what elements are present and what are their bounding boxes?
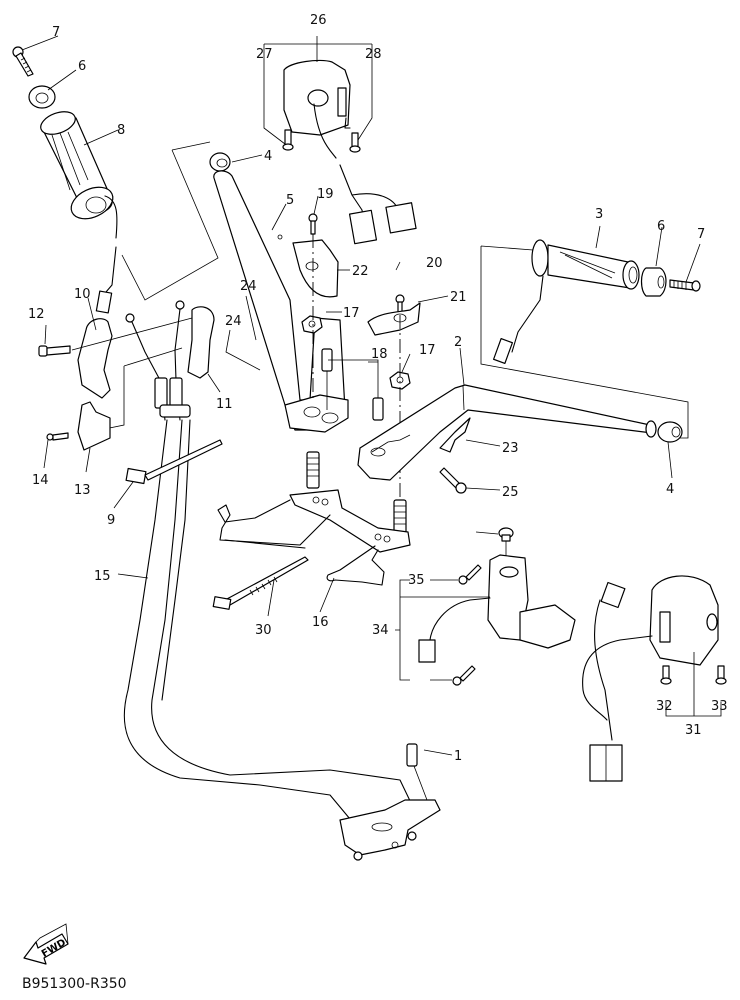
callout-4-right: 4	[666, 482, 674, 497]
guide-line-left	[121, 141, 219, 301]
callout-15: 15	[94, 569, 111, 584]
screw-30	[660, 665, 672, 685]
callout-13: 13	[74, 483, 91, 498]
screw-7-right	[669, 279, 701, 292]
right-handlebar-2	[357, 384, 657, 481]
callout-8: 8	[117, 123, 125, 138]
throttle-housing-upper-10	[77, 318, 113, 399]
callout-23: 24	[240, 279, 257, 294]
cable-bracket-plate	[339, 799, 441, 861]
callout-2: 2	[454, 335, 462, 350]
bolt-1	[406, 743, 428, 801]
right-grip-3	[492, 239, 640, 364]
guide-line-right	[480, 245, 689, 439]
callout-21: 22	[352, 264, 369, 279]
bolt-18-lower	[372, 397, 384, 421]
wire-clamp-16	[326, 545, 385, 586]
throttle-housing-lower-11	[187, 306, 215, 379]
callout-17-left: 17	[343, 306, 360, 321]
screw-34	[452, 665, 476, 686]
fwd-direction-badge: FWD	[23, 923, 69, 965]
screw-28	[349, 132, 361, 153]
callout-27: 27	[256, 47, 273, 62]
callout-7-left: 7	[52, 25, 60, 40]
callout-19-lower: 20	[426, 256, 443, 271]
right-switch-29	[582, 575, 719, 782]
callout-4-left: 4	[264, 149, 272, 164]
screw-7-left	[12, 46, 34, 77]
cable-tie-9	[125, 439, 223, 485]
screw-33	[458, 564, 482, 585]
cable-tie-25	[212, 556, 309, 610]
screw-31	[715, 665, 727, 685]
callout-22: 23	[502, 441, 519, 456]
callout-5: 5	[286, 193, 294, 208]
stud-bolt-left	[306, 451, 320, 489]
screw-14	[46, 432, 69, 441]
drawing-code: B951300-R350	[22, 976, 127, 992]
start-switch-32	[418, 554, 576, 663]
callout-17-right: 17	[419, 343, 436, 358]
left-switch-26	[283, 59, 417, 245]
cap-35	[498, 527, 514, 542]
cover-20	[367, 302, 421, 336]
callout-19-upper: 19	[317, 187, 334, 202]
callout-9: 9	[107, 513, 115, 528]
callout-33: 35	[408, 573, 425, 588]
callout-26: 26	[310, 13, 327, 28]
nut-17-left	[301, 315, 323, 334]
callout-6-right: 6	[657, 219, 665, 234]
bracket-29	[665, 652, 722, 717]
cover-21	[292, 239, 339, 298]
callout-7-right: 7	[697, 227, 705, 242]
bolt-12	[38, 345, 71, 357]
screw-19-upper	[308, 213, 318, 235]
grip-end-6-right	[640, 267, 667, 297]
callout-3: 3	[595, 207, 603, 222]
left-handlebar-5	[213, 170, 349, 433]
throttle-grip-8	[40, 111, 118, 314]
handlebar-end-4-right	[657, 421, 683, 443]
cable-guide-13	[77, 401, 111, 451]
callout-24-right: 25	[502, 485, 519, 500]
callout-labels: 7 6 8 26 27 28 4 5 19 22 24 24 17 18 20 …	[28, 13, 728, 764]
callout-31: 33	[711, 699, 728, 714]
callout-6-left: 6	[78, 59, 86, 74]
callout-24-left: 24	[225, 314, 242, 329]
callout-30: 32	[656, 699, 673, 714]
bracket-32	[395, 579, 490, 681]
clamp-22	[439, 417, 471, 453]
bracket-plate	[217, 489, 411, 553]
callout-25: 30	[255, 623, 272, 638]
callout-12: 12	[28, 307, 45, 322]
callout-11: 11	[216, 397, 233, 412]
callout-32: 34	[372, 623, 389, 638]
throttle-cable-15	[123, 300, 413, 826]
screw-27	[282, 129, 294, 151]
callout-10: 10	[74, 287, 91, 302]
grip-end-6-left	[28, 85, 56, 109]
callout-16: 16	[312, 615, 329, 630]
callout-1: 1	[454, 749, 462, 764]
leader-lines	[21, 35, 701, 756]
callout-14: 14	[32, 473, 49, 488]
callout-20: 21	[450, 290, 467, 305]
handlebar-end-4-left	[209, 152, 231, 172]
callout-28: 28	[365, 47, 382, 62]
callout-18: 18	[371, 347, 388, 362]
screw-24-right	[439, 467, 467, 494]
callout-29: 31	[685, 723, 702, 738]
